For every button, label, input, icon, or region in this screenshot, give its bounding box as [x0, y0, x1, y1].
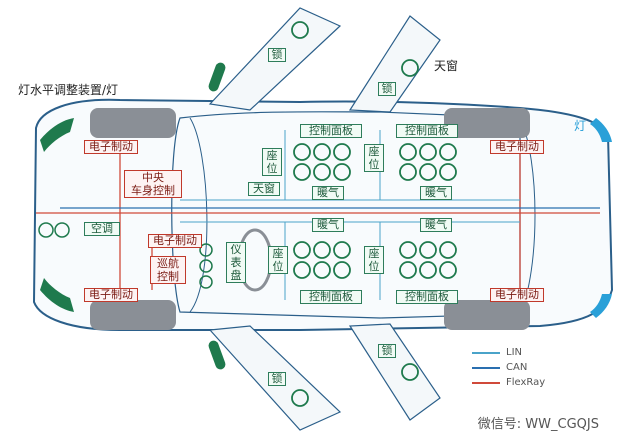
ac-blowers [38, 222, 70, 238]
lock-front-top: 锁 [268, 48, 286, 62]
windshield [189, 117, 208, 313]
control-panel-3: 控制面板 [300, 290, 362, 304]
wheel-rear-left [444, 108, 530, 138]
sunroof-label: 天窗 [434, 59, 459, 73]
dash-circles [199, 243, 213, 289]
seat-front-right: 座 位 [268, 246, 288, 274]
lock-rear-bottom: 锁 [378, 344, 396, 358]
rear-right-light [590, 294, 612, 318]
mirror-top [208, 62, 226, 92]
watermark: 微信号: WW_CGQJS [477, 417, 599, 432]
ecu-rear-right: 电子制动 [490, 288, 544, 302]
legend-can: CAN [506, 362, 528, 373]
ecu-front-left: 电子制动 [84, 140, 138, 154]
ecu-front-right: 电子制动 [84, 288, 138, 302]
door-rear-bottom [348, 323, 441, 421]
ecu-rear-left: 电子制动 [490, 140, 544, 154]
seat-motors [293, 143, 457, 279]
control-panel-2: 控制面板 [396, 124, 458, 138]
seat-front-left: 座 位 [262, 148, 282, 176]
light-label: 灯 [574, 119, 587, 133]
headlight-leveling-label: 灯水平调整装置/灯 [18, 83, 119, 97]
front-right-light [40, 278, 74, 312]
heater-4: 暖气 [420, 218, 452, 232]
ecu-center: 电子制动 [148, 234, 202, 248]
dashboard: 仪 表 盘 [226, 242, 246, 283]
ac-unit: 空调 [84, 222, 120, 236]
wheel-front-right [90, 300, 176, 330]
central-body-control: 中央 车身控制 [124, 170, 182, 198]
legend-lin: LIN [506, 347, 523, 358]
legend-flexray: FlexRay [506, 377, 546, 388]
wheel-rear-right [444, 300, 530, 330]
mirror-bottom [208, 340, 226, 370]
wheel-front-left [90, 108, 176, 138]
door-rear-top [348, 15, 441, 113]
heater-2: 暖气 [420, 186, 452, 200]
control-panel-1: 控制面板 [300, 124, 362, 138]
seat-rear-left: 座 位 [364, 144, 384, 172]
control-panel-4: 控制面板 [396, 290, 458, 304]
seat-rear-right: 座 位 [364, 246, 384, 274]
sunroof-control: 天窗 [248, 182, 280, 196]
front-left-light [40, 118, 74, 152]
lock-motors [291, 21, 419, 407]
lock-rear-top: 锁 [378, 82, 396, 96]
lock-front-bottom: 锁 [268, 372, 286, 386]
heater-1: 暖气 [312, 186, 344, 200]
rear-left-light [590, 118, 612, 142]
cruise-control: 巡航 控制 [150, 256, 186, 284]
heater-3: 暖气 [312, 218, 344, 232]
